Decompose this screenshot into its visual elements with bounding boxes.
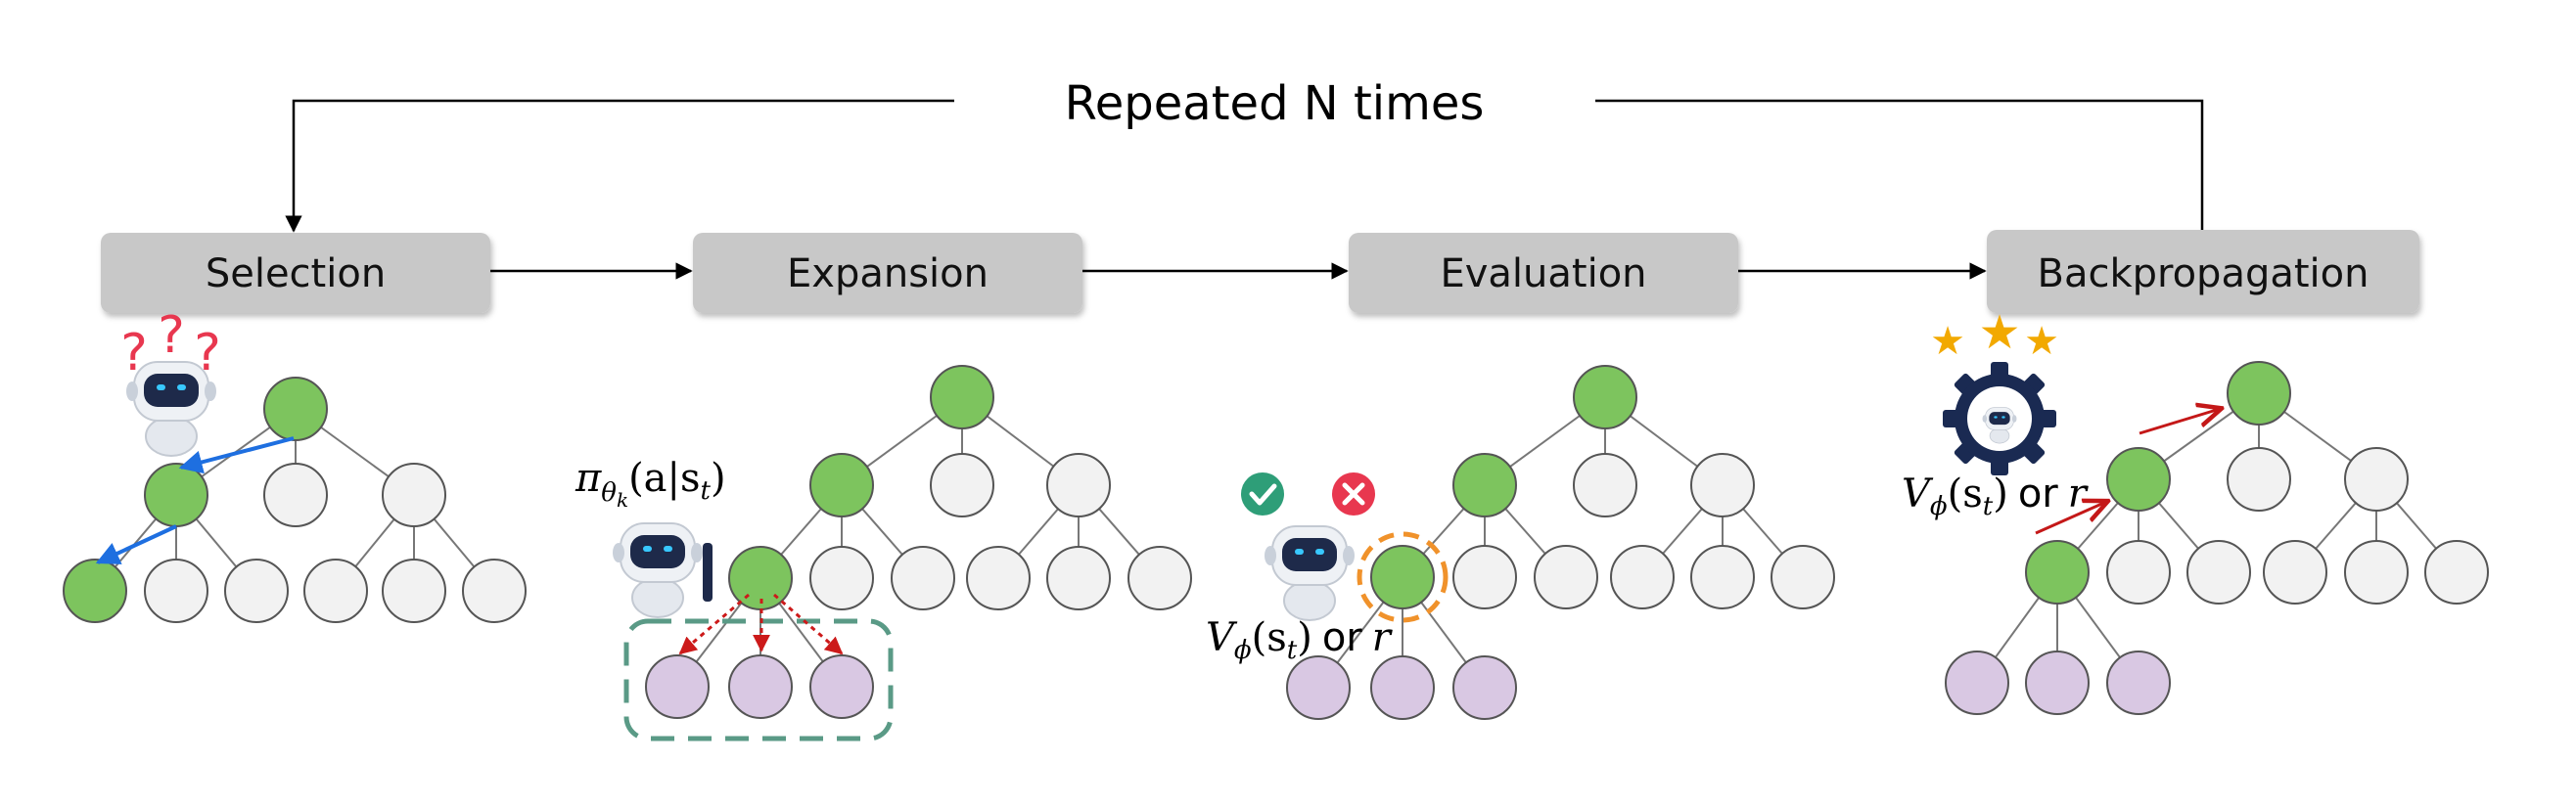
tree-node (2186, 540, 2251, 605)
selection-arrow (95, 524, 177, 564)
backprop-gear: ★ ★ ★ (1930, 305, 2059, 475)
tree-node (1452, 655, 1517, 720)
tree-node (809, 453, 874, 517)
robot-icon (1264, 525, 1356, 621)
robot-icon (612, 522, 704, 618)
stage-label: Evaluation (1440, 251, 1646, 296)
star-icon: ★ (1930, 319, 1965, 364)
tree-node (462, 559, 527, 623)
svg-text:πθk(a|st): πθk(a|st) (575, 456, 726, 512)
tree-node (1370, 545, 1435, 609)
tree-node (2344, 540, 2409, 605)
tree-node (2227, 447, 2291, 512)
tree-node (930, 453, 994, 517)
tree-node (1286, 655, 1351, 720)
evaluation-ring (1357, 531, 1449, 623)
stage-expansion: Expansion (693, 233, 1082, 313)
question-mark: ? (194, 324, 221, 382)
tree-node (1771, 545, 1835, 609)
tree-node (1610, 545, 1675, 609)
selection-robot: ? ? ? (120, 306, 221, 457)
tree-node (263, 377, 328, 441)
tree-node (1573, 453, 1637, 517)
stage-label: Expansion (787, 251, 989, 296)
tree-node (728, 654, 793, 719)
tree-node (2025, 651, 2090, 715)
tree-node (2424, 540, 2489, 605)
tree-node (645, 654, 710, 719)
expansion-dashed-box (623, 618, 894, 741)
selection-arrow (178, 436, 295, 474)
expansion-arrow (678, 593, 750, 655)
tree-node (1127, 546, 1192, 610)
loop-arrow-left (285, 99, 954, 233)
stage-evaluation: Evaluation (1349, 233, 1738, 313)
tree-node (144, 463, 208, 527)
tree-node (1573, 365, 1637, 429)
tree-node (2227, 361, 2291, 426)
backprop-arrow (2139, 409, 2220, 435)
tree-node (1452, 453, 1517, 517)
tree-node (1945, 651, 2009, 715)
tree-node (1452, 545, 1517, 609)
repeat-loop: Repeated N times (285, 76, 2204, 233)
stage-label: Backpropagation (2038, 251, 2369, 296)
tree-node (809, 654, 874, 719)
check-icon (1241, 472, 1284, 516)
stage-selection: Selection (101, 233, 490, 313)
question-mark: ? (158, 306, 185, 365)
tree-node (224, 559, 289, 623)
svg-text:Vϕ(st)orr: Vϕ(st)orr (1206, 615, 1394, 665)
pen-icon (703, 543, 713, 602)
question-mark: ? (120, 324, 148, 382)
tree-node (2106, 540, 2171, 605)
tree-node (1046, 546, 1111, 610)
tree-node (809, 546, 874, 610)
tree-node (1690, 545, 1755, 609)
tree-node (382, 559, 446, 623)
stage-label: Selection (206, 251, 386, 296)
star-icon: ★ (1978, 305, 2020, 360)
tree-node (144, 559, 208, 623)
trees (63, 361, 2489, 720)
tree-node (63, 559, 127, 623)
tree-node (2344, 447, 2409, 512)
tree-node (263, 463, 328, 527)
tree-node (2106, 651, 2171, 715)
tree-node (1370, 655, 1435, 720)
gear-icon (1943, 362, 2056, 475)
tree-node (930, 365, 994, 429)
evaluation-robot (1241, 472, 1375, 621)
tree-node (2263, 540, 2327, 605)
loop-line-right (1595, 99, 2204, 231)
tree-node (1534, 545, 1598, 609)
expansion-robot (612, 522, 713, 618)
stage-backpropagation: Backpropagation (1987, 230, 2419, 313)
tree-node (1046, 453, 1111, 517)
loop-title: Repeated N times (1065, 76, 1485, 131)
backprop-arrow (2035, 502, 2106, 535)
tree-node (891, 546, 955, 610)
tree-node (382, 463, 446, 527)
policy-label: πθk(a|st) (575, 456, 726, 512)
star-icon: ★ (2024, 319, 2059, 364)
tree-node (303, 559, 368, 623)
tree-node (966, 546, 1031, 610)
svg-text:Vϕ(st)orr: Vϕ(st)orr (1902, 471, 2090, 521)
stage-boxes: Selection Expansion Evaluation Backpropa… (101, 230, 2419, 313)
tree-node (2106, 447, 2171, 512)
tree-node (2025, 540, 2090, 605)
tree-node (1690, 453, 1755, 517)
